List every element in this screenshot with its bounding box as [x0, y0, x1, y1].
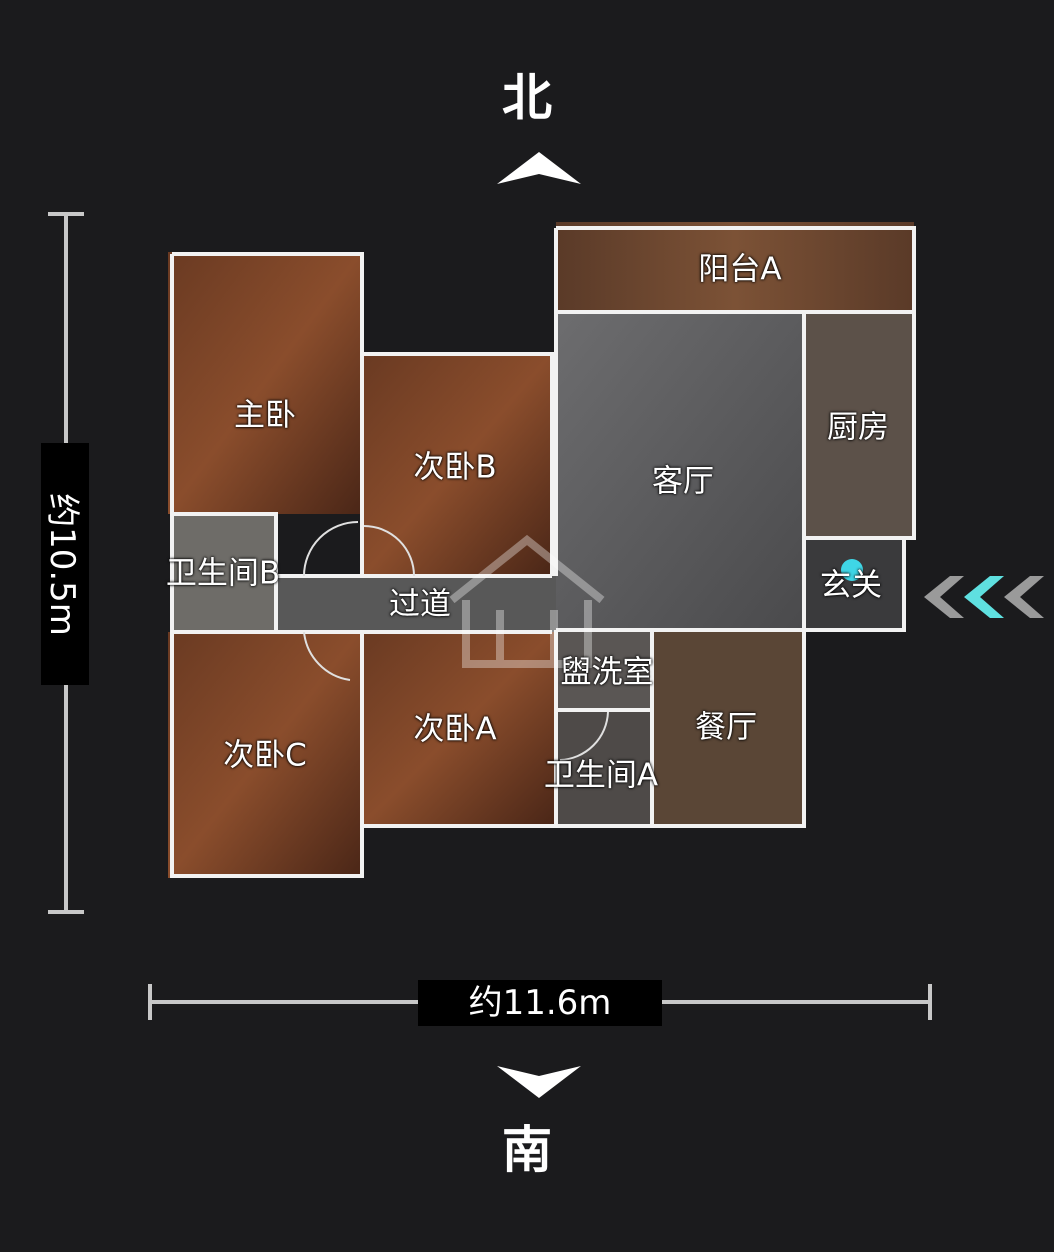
corridor-floor[interactable] — [276, 576, 556, 632]
washroom-floor[interactable] — [556, 630, 652, 710]
room-label-master-bedroom[interactable]: 主卧 — [234, 397, 296, 434]
south-label: 南 — [502, 1121, 552, 1179]
room-label-balcony-a[interactable]: 阳台A — [698, 251, 782, 288]
room-label-bathroom-b[interactable]: 卫生间B — [165, 555, 281, 592]
door-swings — [303, 521, 609, 761]
room-label-corridor[interactable]: 过道 — [389, 586, 451, 623]
room-label-kitchen[interactable]: 厨房 — [827, 409, 889, 446]
bedroom-a-floor[interactable] — [362, 632, 554, 826]
walls — [170, 226, 916, 878]
height-dimension-cap-bottom — [48, 910, 84, 914]
width-dimension-label: 约11.6m — [418, 980, 662, 1026]
room-label-entrance[interactable]: 玄关 — [820, 567, 882, 604]
height-dimension-label: 约10.5m — [41, 443, 89, 685]
width-dimension-cap-right — [928, 984, 932, 1020]
balcony-a-floor[interactable] — [556, 222, 914, 310]
room-label-bedroom-b[interactable]: 次卧B — [413, 449, 497, 486]
bathroom-b-floor[interactable] — [170, 514, 276, 630]
room-label-living-room[interactable]: 客厅 — [652, 463, 714, 500]
dining-room-floor[interactable] — [652, 630, 804, 826]
room-label-bathroom-a[interactable]: 卫生间A — [543, 757, 659, 794]
room-label-dining-room[interactable]: 餐厅 — [695, 709, 757, 746]
width-dimension-cap-left — [148, 984, 152, 1020]
entry-direction-icon — [924, 576, 1044, 618]
room-label-washroom[interactable]: 盥洗室 — [560, 654, 654, 691]
south-arrow-icon — [497, 1066, 581, 1098]
room-label-bedroom-a[interactable]: 次卧A — [413, 711, 497, 748]
master-bedroom-floor[interactable] — [168, 252, 362, 514]
north-label: 北 — [502, 69, 552, 127]
entrance-floor[interactable] — [806, 538, 902, 628]
bedroom-c-floor[interactable] — [168, 632, 360, 878]
north-arrow-icon — [497, 152, 581, 184]
room-label-bedroom-c[interactable]: 次卧C — [223, 737, 307, 774]
kitchen-floor[interactable] — [806, 312, 916, 538]
bedroom-b-floor[interactable] — [364, 354, 552, 576]
height-dimension-cap-top — [48, 212, 84, 216]
watermark-house-icon — [449, 534, 605, 668]
entrance-marker-icon — [841, 559, 863, 581]
living-room-floor[interactable] — [556, 312, 804, 630]
